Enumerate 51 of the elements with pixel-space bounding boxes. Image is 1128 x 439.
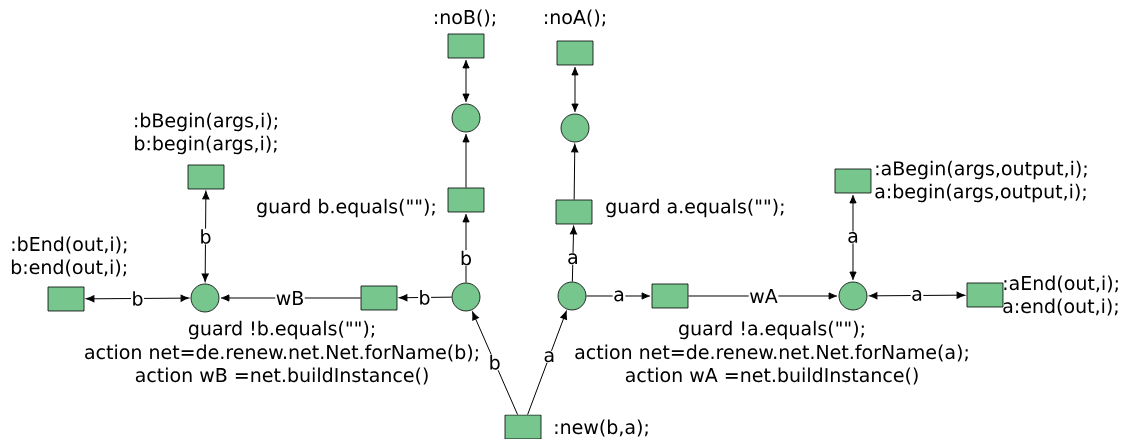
arrow xyxy=(571,143,579,201)
inscription-text: b:end(out,i); xyxy=(11,259,126,277)
place-circle xyxy=(557,281,587,311)
place-circle xyxy=(451,103,481,133)
arrow xyxy=(527,310,568,416)
place-circle xyxy=(190,283,220,313)
edge-label: a xyxy=(910,289,924,302)
edge-label: b xyxy=(459,250,473,266)
place-circle xyxy=(451,282,481,312)
edge-label: b xyxy=(488,354,502,371)
inscription-text: guard !b.equals(""); xyxy=(188,320,374,340)
arrow xyxy=(571,66,579,113)
place-circle xyxy=(560,113,590,143)
edge-label: a xyxy=(542,350,556,363)
inscription-text: :bBegin(args,i); xyxy=(135,112,277,132)
inscription-text: :new(b,a); xyxy=(555,419,648,437)
edge-label: wA xyxy=(748,288,779,304)
edge-label: a xyxy=(612,290,626,302)
edge-label: a xyxy=(566,252,580,265)
inscription-text: action net=de.renew.net.Net.forName(a); xyxy=(575,344,968,362)
arrow xyxy=(472,311,519,416)
inscription-text: guard b.equals(""); xyxy=(257,198,435,218)
edge-label: b xyxy=(418,289,432,306)
inscription-text: guard !a.equals(""); xyxy=(679,320,864,340)
place-circle xyxy=(838,281,868,311)
inscription-text: action wA =net.buildInstance() xyxy=(625,367,918,385)
edge-label: a xyxy=(846,231,860,244)
edge-label: b xyxy=(199,228,213,245)
arrow xyxy=(201,190,210,283)
arrow xyxy=(569,225,578,283)
inscription-text: b:begin(args,i); xyxy=(135,135,277,155)
inscription-text: action net=de.renew.net.Net.forName(b); xyxy=(85,344,478,362)
edge-label: b xyxy=(131,290,145,307)
arrow xyxy=(398,294,453,302)
arrow xyxy=(868,291,966,300)
arrow xyxy=(585,292,651,300)
inscription-text: guard a.equals(""); xyxy=(606,198,784,218)
inscription-text: :bEnd(out,i); xyxy=(12,236,127,254)
arrow xyxy=(849,194,857,281)
inscription-text: a:end(out,i); xyxy=(1003,298,1118,316)
arrow xyxy=(462,133,470,189)
inscription-text: :noB(); xyxy=(435,9,495,27)
inscription-text: :noA(); xyxy=(545,9,605,27)
arrow xyxy=(462,213,470,284)
edge-label: wB xyxy=(275,290,305,306)
inscription-text: a:begin(args,output,i); xyxy=(875,183,1086,203)
inscription-text: action wB =net.buildInstance() xyxy=(135,367,428,385)
inscription-text: :aEnd(out,i); xyxy=(1004,275,1118,293)
inscription-text: :aBegin(args,output,i); xyxy=(876,160,1087,180)
arrow xyxy=(85,294,190,303)
arrow xyxy=(462,59,470,103)
